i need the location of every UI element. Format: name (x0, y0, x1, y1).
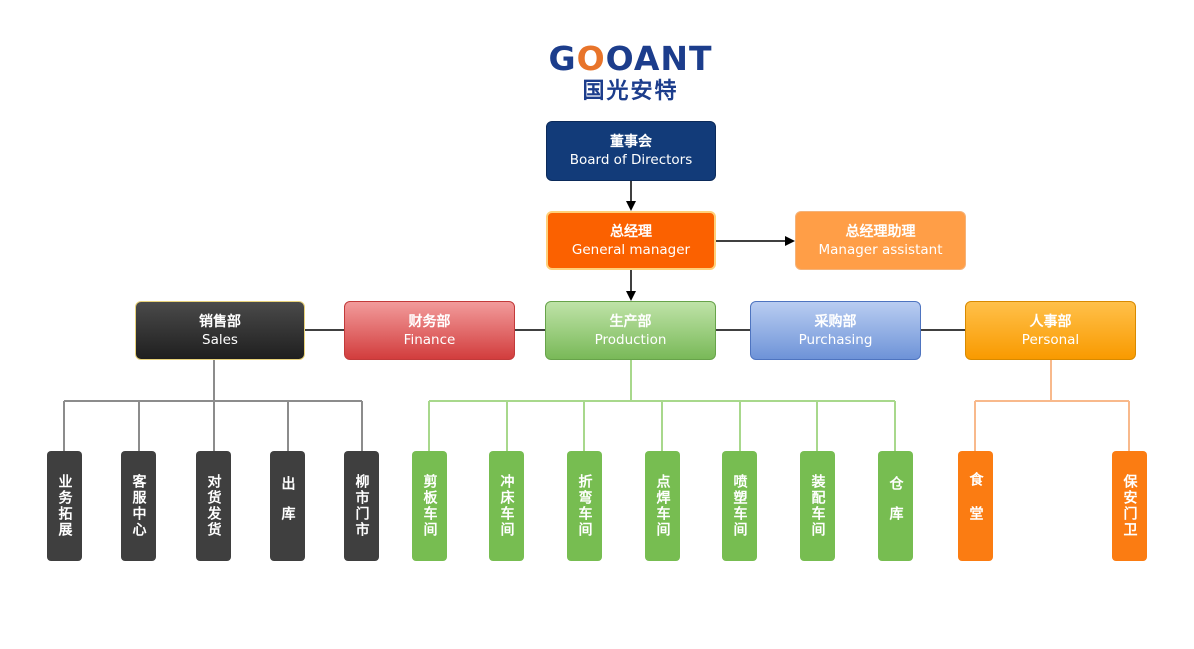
board-cn-label: 董事会 (610, 134, 652, 150)
personal-unit-canteen: 食堂 (958, 451, 993, 561)
finance-cn-label: 财务部 (408, 313, 451, 330)
production-unit-warehouse: 仓库 (878, 451, 913, 561)
production-unit-punching: 冲床车间 (489, 451, 524, 561)
logo-wordmark: GOOANT (548, 39, 713, 78)
personal-unit-security: 保安门卫 (1112, 451, 1147, 561)
gm-en-label: General manager (571, 241, 691, 258)
sales-en-label: Sales (202, 331, 238, 348)
personal-department-box: 人事部 Personal (965, 301, 1136, 360)
production-unit-shearing: 剪板车间 (412, 451, 447, 561)
personal-cn-label: 人事部 (1029, 313, 1072, 330)
sales-department-box: 销售部 Sales (135, 301, 305, 360)
production-department-box: 生产部 Production (545, 301, 716, 360)
general-manager-box: 总经理 General manager (546, 211, 716, 270)
personal-en-label: Personal (1021, 331, 1080, 348)
finance-en-label: Finance (403, 331, 456, 348)
board-of-directors-box: 董事会 Board of Directors (546, 121, 716, 181)
board-en-label: Board of Directors (569, 152, 693, 168)
production-en-label: Production (594, 331, 667, 348)
production-tree (428, 360, 896, 451)
personal-tree (974, 360, 1130, 451)
gm-cn-label: 总经理 (610, 223, 652, 240)
purchasing-department-box: 采购部 Purchasing (750, 301, 921, 360)
logo-chinese-name: 国光安特 (582, 79, 679, 104)
assistant-cn-label: 总经理助理 (845, 223, 916, 240)
sales-unit-outbound: 出库 (270, 451, 305, 561)
purchasing-en-label: Purchasing (798, 331, 873, 348)
sales-unit-business-development: 业务拓展 (47, 451, 82, 561)
production-unit-bending: 折弯车间 (567, 451, 602, 561)
sales-unit-delivery: 对货发货 (196, 451, 231, 561)
purchasing-cn-label: 采购部 (814, 313, 857, 330)
production-cn-label: 生产部 (609, 313, 652, 330)
sales-tree (63, 360, 363, 451)
sales-cn-label: 销售部 (199, 313, 241, 330)
production-unit-spot-welding: 点焊车间 (645, 451, 680, 561)
sales-unit-customer-service: 客服中心 (121, 451, 156, 561)
company-logo: GOOANT 国光安特 (548, 42, 713, 106)
finance-department-box: 财务部 Finance (344, 301, 515, 360)
assistant-en-label: Manager assistant (818, 241, 943, 258)
production-unit-powder-coating: 喷塑车间 (722, 451, 757, 561)
production-unit-assembly: 装配车间 (800, 451, 835, 561)
sales-unit-liushi-store: 柳市门市 (344, 451, 379, 561)
manager-assistant-box: 总经理助理 Manager assistant (795, 211, 966, 270)
